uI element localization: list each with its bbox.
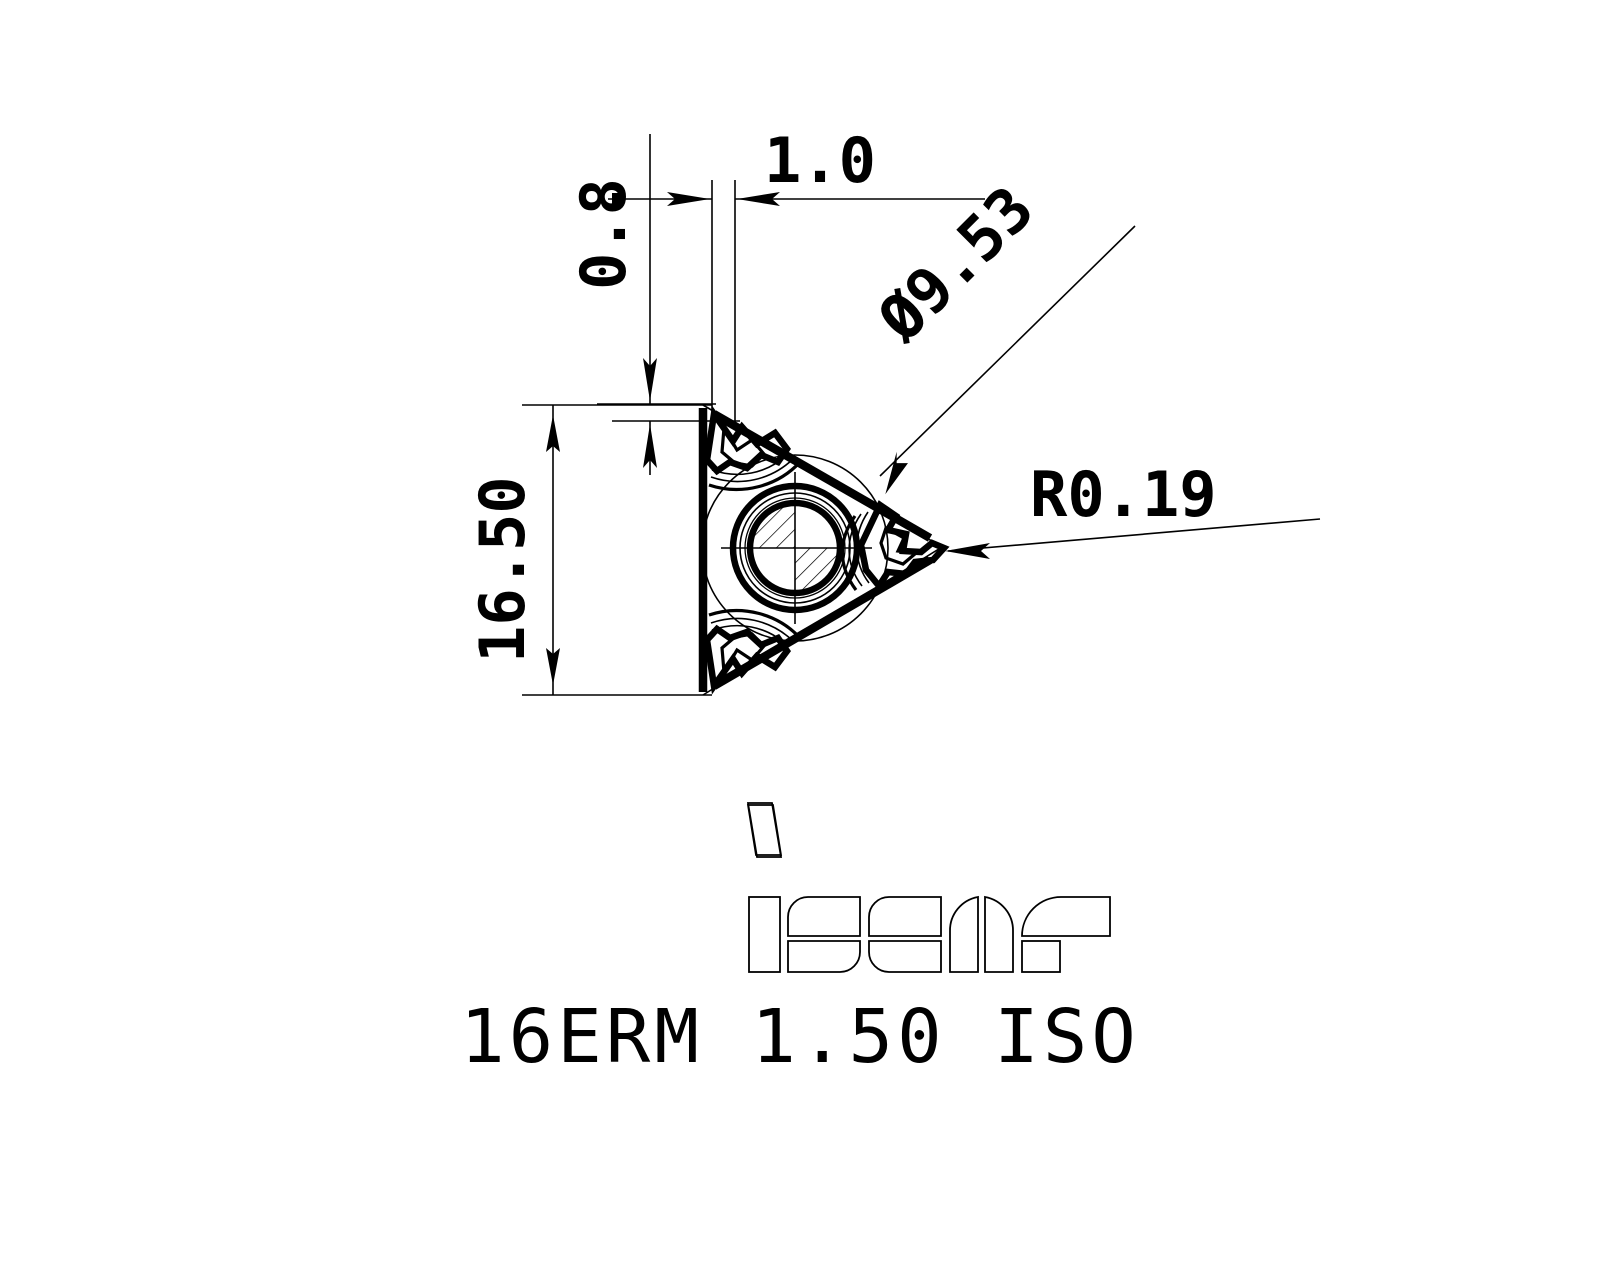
tooth-bottom-inner [720, 632, 767, 678]
logo-letter-s-top [787, 896, 861, 937]
dim-r0-19-label: R0.19 [1030, 458, 1217, 531]
dim-1-0-arrow-left [667, 192, 710, 206]
logo-letter-r-top [1021, 896, 1111, 937]
tooth-bottom-relief-3 [708, 608, 802, 640]
dim-1-0-label: 1.0 [764, 124, 876, 197]
tooth-right-inner [879, 525, 920, 566]
tooth-right-outline [857, 500, 950, 592]
logo-letter-c-bottom [868, 940, 942, 973]
tooth-right-relief-1 [856, 511, 870, 584]
logo-letter-a-left [949, 895, 979, 973]
dim-16-50-label: 16.50 [466, 476, 539, 663]
dimension-radius-0-19: R0.19 [945, 458, 1321, 559]
cutting-tooth-right [840, 500, 950, 592]
insert-body [698, 404, 950, 696]
logo-accent-shape [746, 802, 783, 858]
dim-1-0-origin-tick [612, 193, 624, 205]
dim-0-8-label: 0.8 [567, 178, 640, 290]
center-hole-assembly [721, 472, 872, 624]
logo-letter-r-foot [1021, 940, 1061, 973]
dim-0-8-arrow-lower [643, 424, 657, 468]
dimension-16-50: 16.50 [466, 404, 712, 696]
dim-r0-19-leader [947, 518, 1321, 552]
dim-9-53-leader [879, 225, 1136, 477]
dim-r0-19-arrow [945, 543, 990, 559]
logo-letter-c-top [868, 896, 942, 937]
iscar-logo [746, 802, 1111, 973]
tooth-top-relief-1 [711, 454, 788, 476]
inscribed-circle [701, 454, 889, 642]
dimension-1-0: 1.0 [608, 124, 985, 430]
tooth-right-relief-2 [848, 513, 863, 587]
dim-0-8-arrow-upper [643, 358, 657, 401]
logo-letter-a-right [984, 895, 1014, 973]
logo-letter-i [748, 896, 781, 973]
part-designation-label: 16ERM 1.50 ISO [460, 994, 1140, 1080]
dim-16-50-arrow-bottom [546, 648, 560, 685]
dim-1-0-arrow-right [737, 192, 780, 206]
dim-9-53-arrow [885, 451, 908, 495]
cutting-tooth-bottom [703, 608, 802, 695]
cutting-tooth-top [703, 405, 802, 492]
tooth-top-relief-3 [708, 460, 802, 492]
logo-letter-s-bottom [787, 940, 861, 973]
tooth-top-relief-2 [710, 458, 794, 483]
tooth-right-relief-3 [840, 515, 858, 591]
tooth-top-inner [720, 422, 767, 468]
tooth-bottom-relief-2 [710, 617, 794, 642]
tooth-bottom-relief-1 [711, 624, 788, 646]
dimension-diameter-9-53: Ø9.53 [863, 172, 1136, 495]
dimension-0-8: 0.8 [567, 134, 740, 475]
dim-16-50-arrow-top [546, 415, 560, 452]
